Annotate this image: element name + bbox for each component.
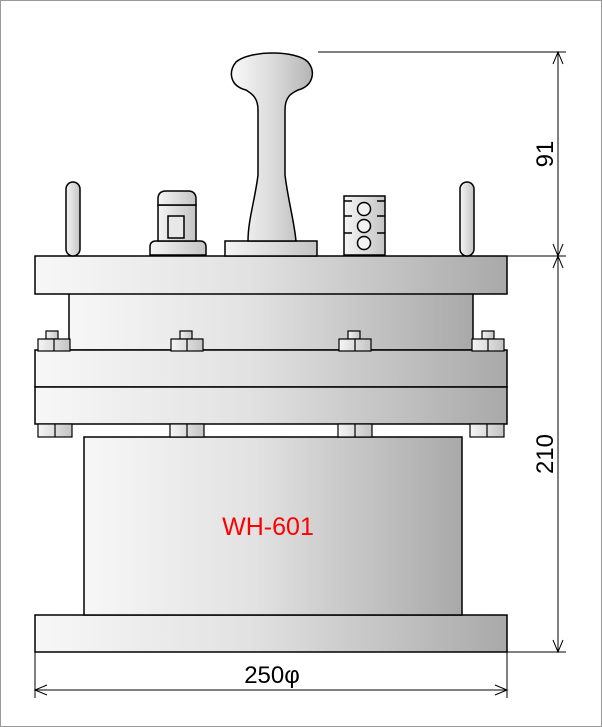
dimension-body-height: 210 — [532, 434, 559, 474]
bolt-nut — [170, 330, 204, 352]
lower-cylinder — [83, 436, 463, 616]
dimension-top-height: 91 — [532, 141, 559, 168]
left-handle — [65, 181, 81, 257]
bottom-plate — [34, 614, 508, 653]
model-label: WH-601 — [222, 513, 314, 541]
arrow-up-icon — [552, 254, 564, 269]
arrow-right-icon — [494, 684, 509, 696]
lower-flange — [34, 386, 508, 425]
bolt-nut — [338, 330, 372, 352]
valve-fitting — [149, 190, 207, 256]
bolt-nut — [471, 330, 505, 352]
top-plate — [34, 255, 508, 295]
flange-bolts-top — [37, 330, 505, 352]
right-handle — [459, 181, 475, 257]
arrow-left-icon — [33, 684, 48, 696]
arrow-up-icon — [552, 50, 564, 65]
arrow-down-icon — [552, 639, 564, 654]
bolt-nut — [37, 330, 71, 352]
vertical-dimension — [318, 50, 566, 654]
horizontal-dimension — [33, 652, 509, 698]
rail-piston — [224, 52, 318, 257]
upper-flange — [34, 349, 508, 388]
flange-bolts-bottom — [37, 423, 505, 438]
perforated-block — [343, 195, 386, 256]
upper-cylinder — [68, 292, 474, 351]
dimension-diameter: 250φ — [244, 662, 300, 689]
